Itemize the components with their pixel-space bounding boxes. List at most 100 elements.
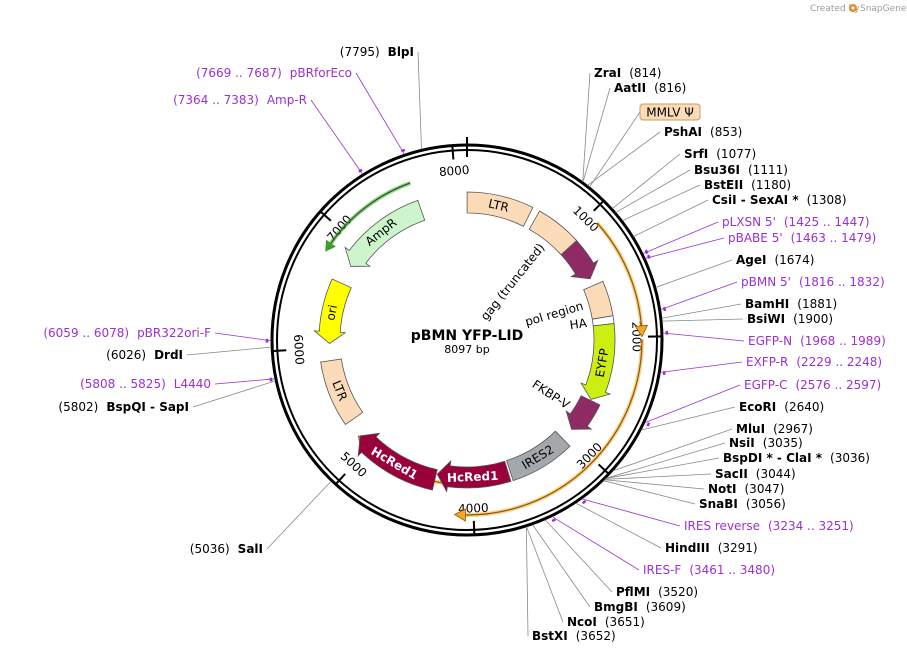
site-coord: (1816 .. 1832)	[799, 275, 885, 289]
leader-line	[587, 131, 661, 186]
restriction-site-label[interactable]: CsiI - SexAI *(1308)	[712, 193, 847, 207]
site-coord: (2967)	[773, 422, 813, 436]
primer-binding-mark	[551, 518, 557, 523]
site-coord: (3234 .. 3251)	[768, 519, 854, 533]
primer-site-label[interactable]: (7669 .. 7687)pBRforEco	[196, 66, 352, 80]
site-name: IRES-F	[643, 563, 681, 577]
restriction-site-label[interactable]: BspDI * - ClaI *(3036)	[723, 451, 870, 465]
site-coord: (3461 .. 3480)	[689, 563, 775, 577]
primer-site-label[interactable]: EGFP-N(1968 .. 1989)	[748, 334, 886, 348]
primer-site-label[interactable]: IRES-F (3461 .. 3480)	[643, 563, 775, 577]
site-name: NsiI	[729, 436, 755, 450]
leader-lines-layer	[186, 51, 745, 637]
restriction-site-label[interactable]: ZraI(814)	[594, 66, 661, 80]
restriction-site-label[interactable]: HindIII(3291)	[665, 541, 758, 555]
leader-line	[644, 384, 741, 424]
primer-site-label[interactable]: pBMN 5' (1816 .. 1832)	[741, 275, 885, 289]
site-name: EcoRI	[739, 400, 776, 414]
leader-line	[655, 259, 733, 288]
tick-mark	[320, 211, 332, 222]
site-name: EGFP-N	[748, 334, 792, 348]
site-name: BstEII	[704, 178, 743, 192]
primer-binding-mark	[644, 249, 649, 255]
restriction-site-label[interactable]: MluI(2967)	[736, 422, 813, 436]
restriction-site-label[interactable]: (5036)SalI	[190, 542, 263, 556]
leader-line	[612, 153, 681, 209]
site-name: Amp-R	[267, 93, 307, 107]
site-coord: (2640)	[784, 400, 824, 414]
feature-unlabeled	[560, 240, 599, 280]
site-coord: (3035)	[763, 436, 803, 450]
site-coord: (3652)	[576, 629, 616, 643]
tick-mark	[273, 349, 287, 352]
primer-site-label[interactable]: (6059 .. 6078)pBR322ori-F	[43, 326, 211, 340]
restriction-site-label[interactable]: (5802)BspQI - SapI	[58, 400, 189, 414]
restriction-site-label[interactable]: Bsu36I(1111)	[694, 163, 788, 177]
restriction-site-label[interactable]: AgeI(1674)	[736, 253, 814, 267]
primer-site-label[interactable]: EXFP-R(2229 .. 2248)	[746, 355, 882, 369]
restriction-site-label[interactable]: BamHI(1881)	[745, 297, 837, 311]
site-name: AatII	[614, 81, 646, 95]
tick-mark	[597, 463, 609, 474]
restriction-site-label[interactable]: (7795)BlpI	[340, 45, 414, 59]
restriction-site-label[interactable]: AatII(816)	[614, 81, 686, 95]
primer-binding-mark	[581, 499, 587, 505]
primer-site-label[interactable]: EGFP-C (2576 .. 2597)	[744, 378, 881, 392]
restriction-site-label[interactable]: SacII(3044)	[715, 467, 796, 481]
restriction-site-label[interactable]: (6026)DrdI	[106, 348, 183, 362]
mmlv-psi-box[interactable]	[639, 103, 701, 121]
site-name: pBMN 5'	[741, 275, 791, 289]
site-name: NcoI	[567, 615, 597, 629]
restriction-site-label[interactable]: PshAI (853)	[664, 125, 742, 139]
site-coord: (5036)	[190, 542, 230, 556]
credit-text: Created by	[810, 4, 860, 14]
leader-line	[355, 72, 405, 155]
site-name: SnaBI	[699, 497, 738, 511]
restriction-site-label[interactable]: NsiI (3035)	[729, 436, 803, 450]
restriction-site-label[interactable]: SrfI(1077)	[684, 147, 756, 161]
site-coord: (3056)	[746, 497, 786, 511]
primer-site-label[interactable]: pLXSN 5'(1425 .. 1447)	[722, 215, 870, 229]
tick-mark	[335, 473, 346, 485]
restriction-site-label[interactable]: BsiWI(1900)	[747, 312, 833, 326]
restriction-site-label[interactable]: EcoRI (2640)	[739, 400, 824, 414]
leader-line	[604, 479, 705, 490]
primer-site-label[interactable]: (7364 .. 7383)Amp-R	[173, 93, 307, 107]
restriction-site-label[interactable]: BstEII(1180)	[704, 178, 791, 192]
site-coord: (853)	[710, 125, 742, 139]
site-coord: (2576 .. 2597)	[795, 378, 881, 392]
leader-line	[662, 332, 745, 342]
site-name: PshAI	[664, 125, 702, 139]
site-name: EGFP-C	[744, 378, 787, 392]
primer-site-label[interactable]: (5808 .. 5825)L4440	[80, 377, 211, 391]
leader-line	[544, 519, 613, 593]
site-name: BmgBI	[594, 600, 638, 614]
leader-line	[310, 99, 363, 175]
site-coord: (3047)	[745, 482, 785, 496]
primer-site-label[interactable]: pBABE 5'(1463 .. 1479)	[728, 231, 876, 245]
leader-line	[526, 526, 564, 623]
feature-label-eyfp: EYFP	[593, 347, 612, 378]
site-coord: (814)	[629, 66, 661, 80]
restriction-site-label[interactable]: PflMI(3520)	[616, 585, 698, 599]
restriction-site-label[interactable]: SnaBI (3056)	[699, 497, 786, 511]
feature-fkbp-v	[565, 395, 601, 430]
restriction-site-label[interactable]: NcoI(3651)	[567, 615, 645, 629]
tick-mark	[451, 146, 455, 160]
restriction-site-label[interactable]: BmgBI (3609)	[594, 600, 686, 614]
site-name: PflMI	[616, 585, 650, 599]
site-coord: (1308)	[807, 193, 847, 207]
feature-hcred1	[357, 432, 438, 491]
feature-label-ha: HA	[569, 316, 589, 332]
restriction-site-label[interactable]: NotI(3047)	[708, 482, 784, 496]
site-coord: (3609)	[646, 600, 686, 614]
leader-line	[605, 457, 720, 479]
leader-line	[582, 87, 611, 183]
restriction-site-label[interactable]: BstXI(3652)	[532, 629, 616, 643]
site-labels-layer: ZraI(814)AatII(816) PshAI (853) SrfI(1077) B…	[43, 45, 885, 643]
tick-mark	[593, 200, 604, 212]
site-name: pLXSN 5'	[722, 215, 776, 229]
leader-line	[575, 502, 662, 549]
primer-site-label[interactable]: IRES reverse(3234 .. 3251)	[684, 519, 854, 533]
site-name: pBR322ori-F	[137, 326, 211, 340]
